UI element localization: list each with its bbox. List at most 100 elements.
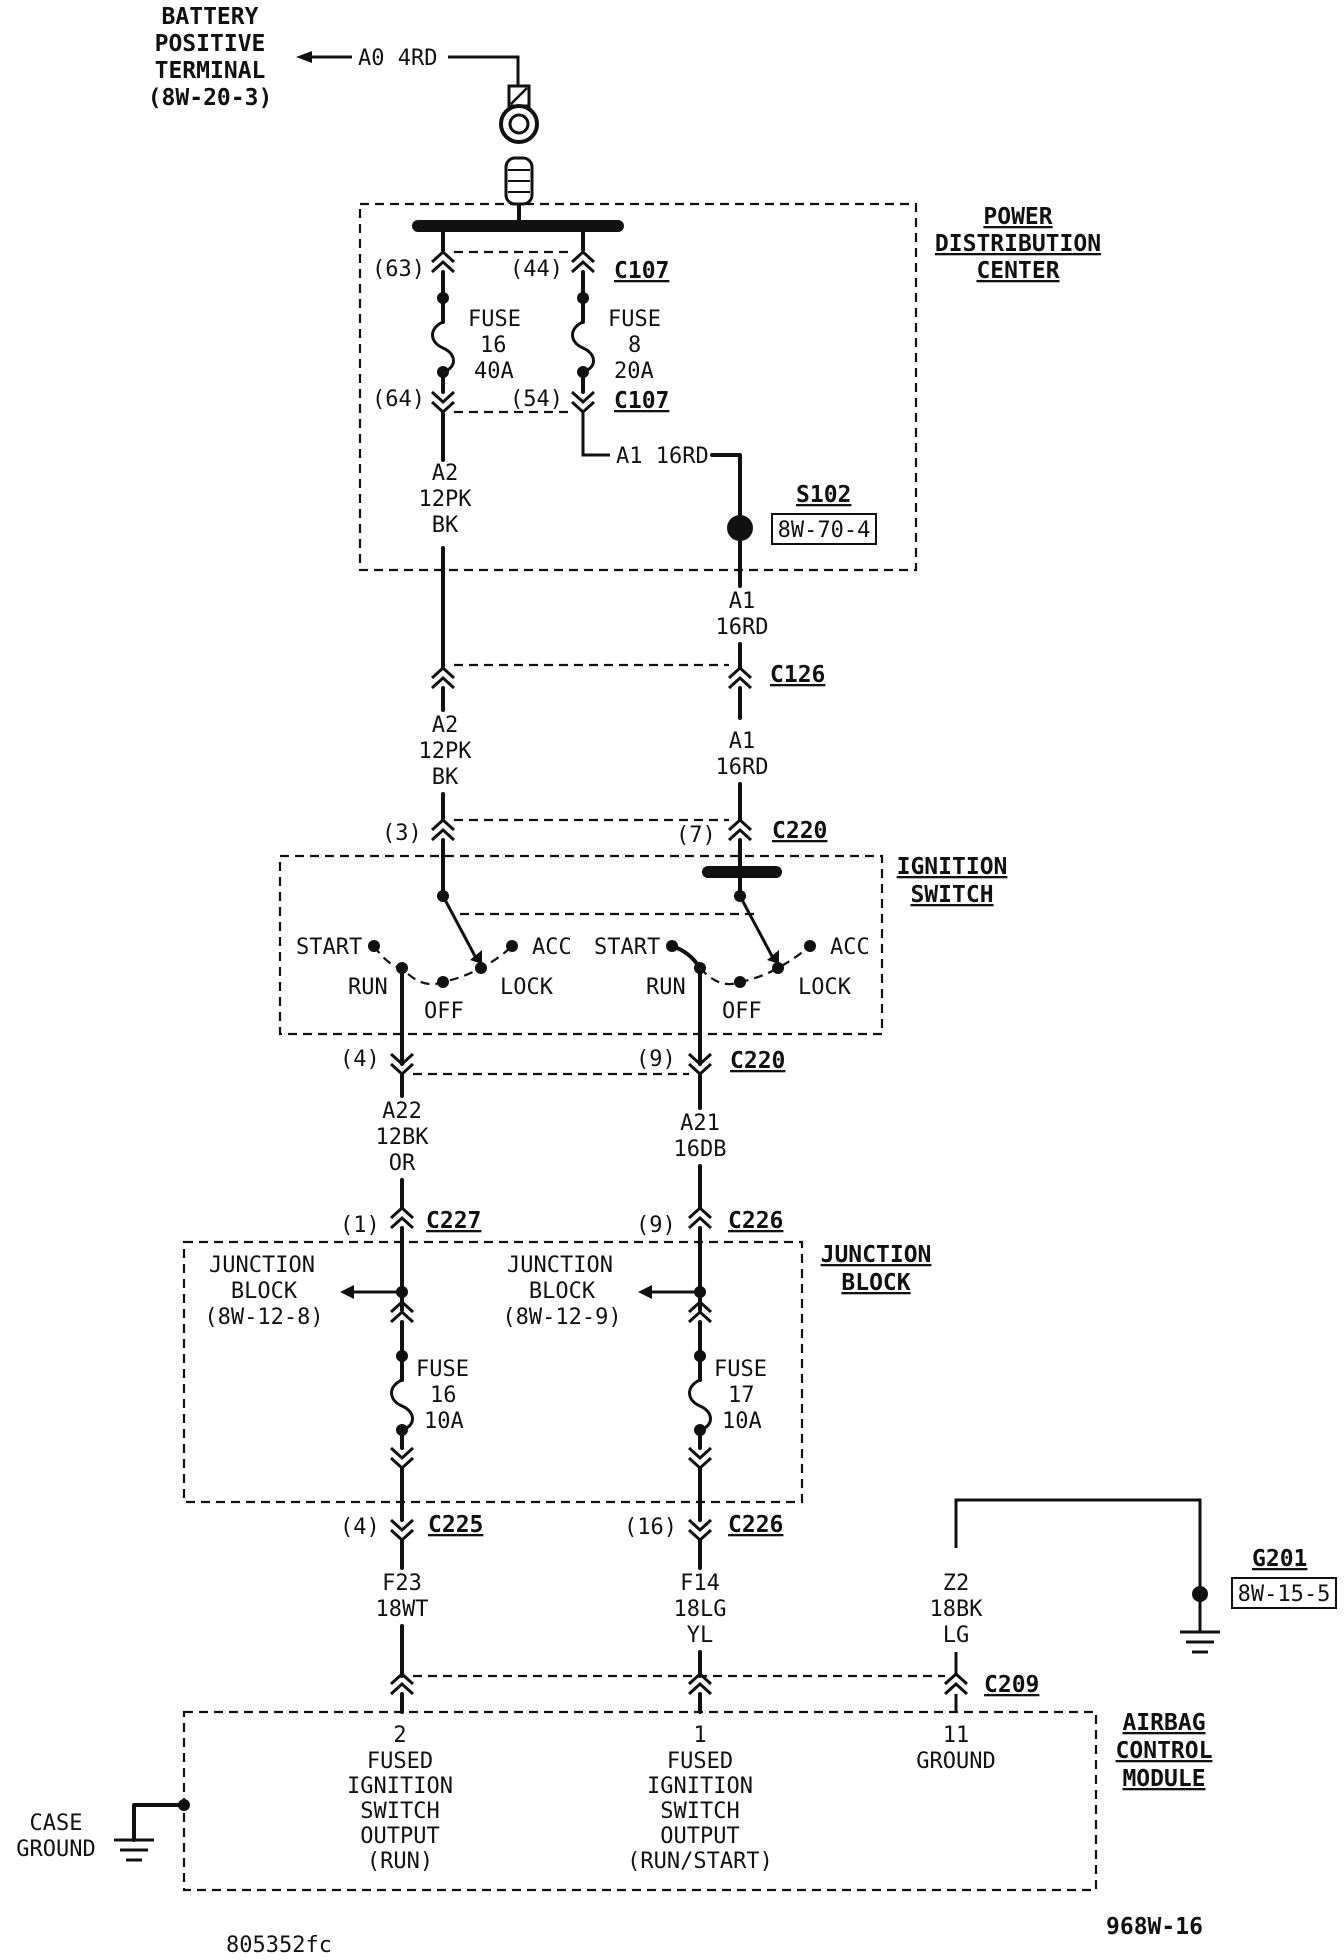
pin-label: (44) xyxy=(510,257,563,282)
switch-pos-lock: LOCK xyxy=(500,975,554,1000)
switch-pos-off: OFF xyxy=(424,999,464,1024)
wire-label-a22: 12BK xyxy=(376,1125,430,1150)
junction-title: JUNCTION xyxy=(821,1242,932,1268)
ground-ref-box xyxy=(1231,1577,1337,1609)
connector-label-c107: C107 xyxy=(614,388,669,414)
junction-ref: (8W-12-9) xyxy=(502,1305,621,1330)
fuse-label: 40A xyxy=(474,359,514,384)
pin-label: (4) xyxy=(340,1515,380,1540)
pin-number: 2 xyxy=(393,1723,406,1748)
wire-label-f14: F14 xyxy=(680,1571,720,1596)
connector-label-c220: C220 xyxy=(772,818,827,844)
connector-label-c226: C226 xyxy=(728,1512,783,1538)
wire-label-a2: 12PK xyxy=(419,487,473,512)
wire-label-f23: 18WT xyxy=(376,1597,429,1622)
splice-ref-box xyxy=(771,513,877,545)
battery-label: TERMINAL xyxy=(155,58,266,84)
fuse-label: 17 xyxy=(728,1383,755,1408)
pin-desc: (RUN/START) xyxy=(627,1849,773,1874)
wire-label-z2: LG xyxy=(943,1623,970,1648)
fuse-label: 10A xyxy=(424,1409,464,1434)
connector-c225 xyxy=(389,1518,415,1543)
splice-label: S102 xyxy=(796,482,851,508)
switch-lever-left xyxy=(441,895,478,959)
battery-label: BATTERY xyxy=(162,4,259,30)
run-wires: A22 12BK OR A21 16DB (1) C227 (9) C226 xyxy=(340,1072,783,1238)
wire-label-a2: BK xyxy=(432,513,459,538)
output-wires: F23 18WT F14 18LG YL Z2 18BK LG G201 8W-… xyxy=(376,1498,1337,1714)
pin-desc: OUTPUT xyxy=(360,1824,439,1849)
pin-desc: SWITCH xyxy=(360,1799,439,1824)
pin-label: (7) xyxy=(676,823,716,848)
fuse-label: 16 xyxy=(480,333,507,358)
wire-label-a2: 12PK xyxy=(419,739,473,764)
pin-number: 11 xyxy=(943,1723,970,1748)
fuse-label: 8 xyxy=(628,333,641,358)
switch-pos-start: START xyxy=(296,935,362,960)
fuse-label: FUSE xyxy=(416,1357,469,1382)
pin-label: (1) xyxy=(340,1213,380,1238)
document-code: 805352fc xyxy=(226,1933,332,1958)
connector-label-c209: C209 xyxy=(984,1672,1039,1698)
fuse-label: FUSE xyxy=(608,307,661,332)
pin-label: (63) xyxy=(372,257,425,282)
wire-a0 xyxy=(448,55,520,86)
fuse-16-icon xyxy=(431,320,455,374)
switch-pos-run: RUN xyxy=(646,975,686,1000)
ground-icon xyxy=(114,1838,154,1862)
connector-c209 xyxy=(389,1671,969,1696)
fuse-label: 16 xyxy=(430,1383,457,1408)
arrow-left-icon xyxy=(638,1285,652,1299)
pdc-boundary xyxy=(358,202,918,572)
arrow-left-icon xyxy=(340,1285,354,1299)
wire-label-z2: 18BK xyxy=(930,1597,984,1622)
junction-ref: (8W-12-8) xyxy=(204,1305,323,1330)
ignition-title: SWITCH xyxy=(910,882,993,908)
case-ground-label: CASE xyxy=(30,1811,83,1836)
pdc-title: CENTER xyxy=(976,258,1059,284)
splice-ref: 8W-70-4 xyxy=(778,518,871,543)
connector-c107-top xyxy=(430,249,596,274)
pin-label: (9) xyxy=(636,1213,676,1238)
junction-ref: JUNCTION xyxy=(209,1253,315,1278)
pin-label: (16) xyxy=(624,1515,677,1540)
battery-section: BATTERY POSITIVE TERMINAL (8W-20-3) A0 4… xyxy=(148,4,539,224)
airbag-control-module: AIRBAG CONTROL MODULE 2 FUSED IGNITION S… xyxy=(16,1710,1212,1892)
junction-boundary xyxy=(182,1240,804,1504)
fuse-label: FUSE xyxy=(468,307,521,332)
battery-terminal-icon xyxy=(499,84,539,224)
wire-label-a2: A2 xyxy=(432,461,459,486)
connector-label-c220: C220 xyxy=(730,1048,785,1074)
pin-label: (54) xyxy=(510,387,563,412)
airbag-title: AIRBAG xyxy=(1122,1710,1205,1736)
wire-label-a22: A22 xyxy=(382,1099,422,1124)
pdc-title: DISTRIBUTION xyxy=(935,231,1101,257)
ground-icon xyxy=(1180,1630,1220,1654)
pin-label: (3) xyxy=(382,821,422,846)
junction-block: JUNCTION BLOCK JUNCTION BLOCK (8W-12-8) … xyxy=(182,1226,932,1543)
wire-label-a21: 16DB xyxy=(674,1137,727,1162)
pin-desc: GROUND xyxy=(916,1749,995,1774)
switch-pos-acc: ACC xyxy=(532,935,572,960)
airbag-title: MODULE xyxy=(1122,1766,1205,1792)
wire-label-a21: A21 xyxy=(680,1111,720,1136)
pin-label: (64) xyxy=(372,387,425,412)
fuse-16-icon xyxy=(390,1378,414,1432)
power-distribution-center: POWER DISTRIBUTION CENTER (63) (44) C107… xyxy=(358,202,1101,670)
connector-label-c107: C107 xyxy=(614,258,669,284)
connector-label-c226: C226 xyxy=(728,1208,783,1234)
fuse-label: 20A xyxy=(614,359,654,384)
switch-pos-start: START xyxy=(594,935,660,960)
wire-label-a1: 16RD xyxy=(716,615,769,640)
pin-desc: SWITCH xyxy=(660,1799,739,1824)
pin-desc: (RUN) xyxy=(367,1849,433,1874)
wire-label-a1: A1 xyxy=(729,589,756,614)
pin-desc: FUSED xyxy=(667,1749,733,1774)
connector-c226 xyxy=(687,1518,713,1543)
pin-desc: FUSED xyxy=(367,1749,433,1774)
connector-c220-top xyxy=(430,817,753,842)
junction-title: BLOCK xyxy=(841,1270,910,1296)
wire-label-a2: BK xyxy=(432,765,459,790)
wire-label-f23: F23 xyxy=(382,1571,422,1596)
wire-label-a1: A1 16RD xyxy=(616,444,709,469)
